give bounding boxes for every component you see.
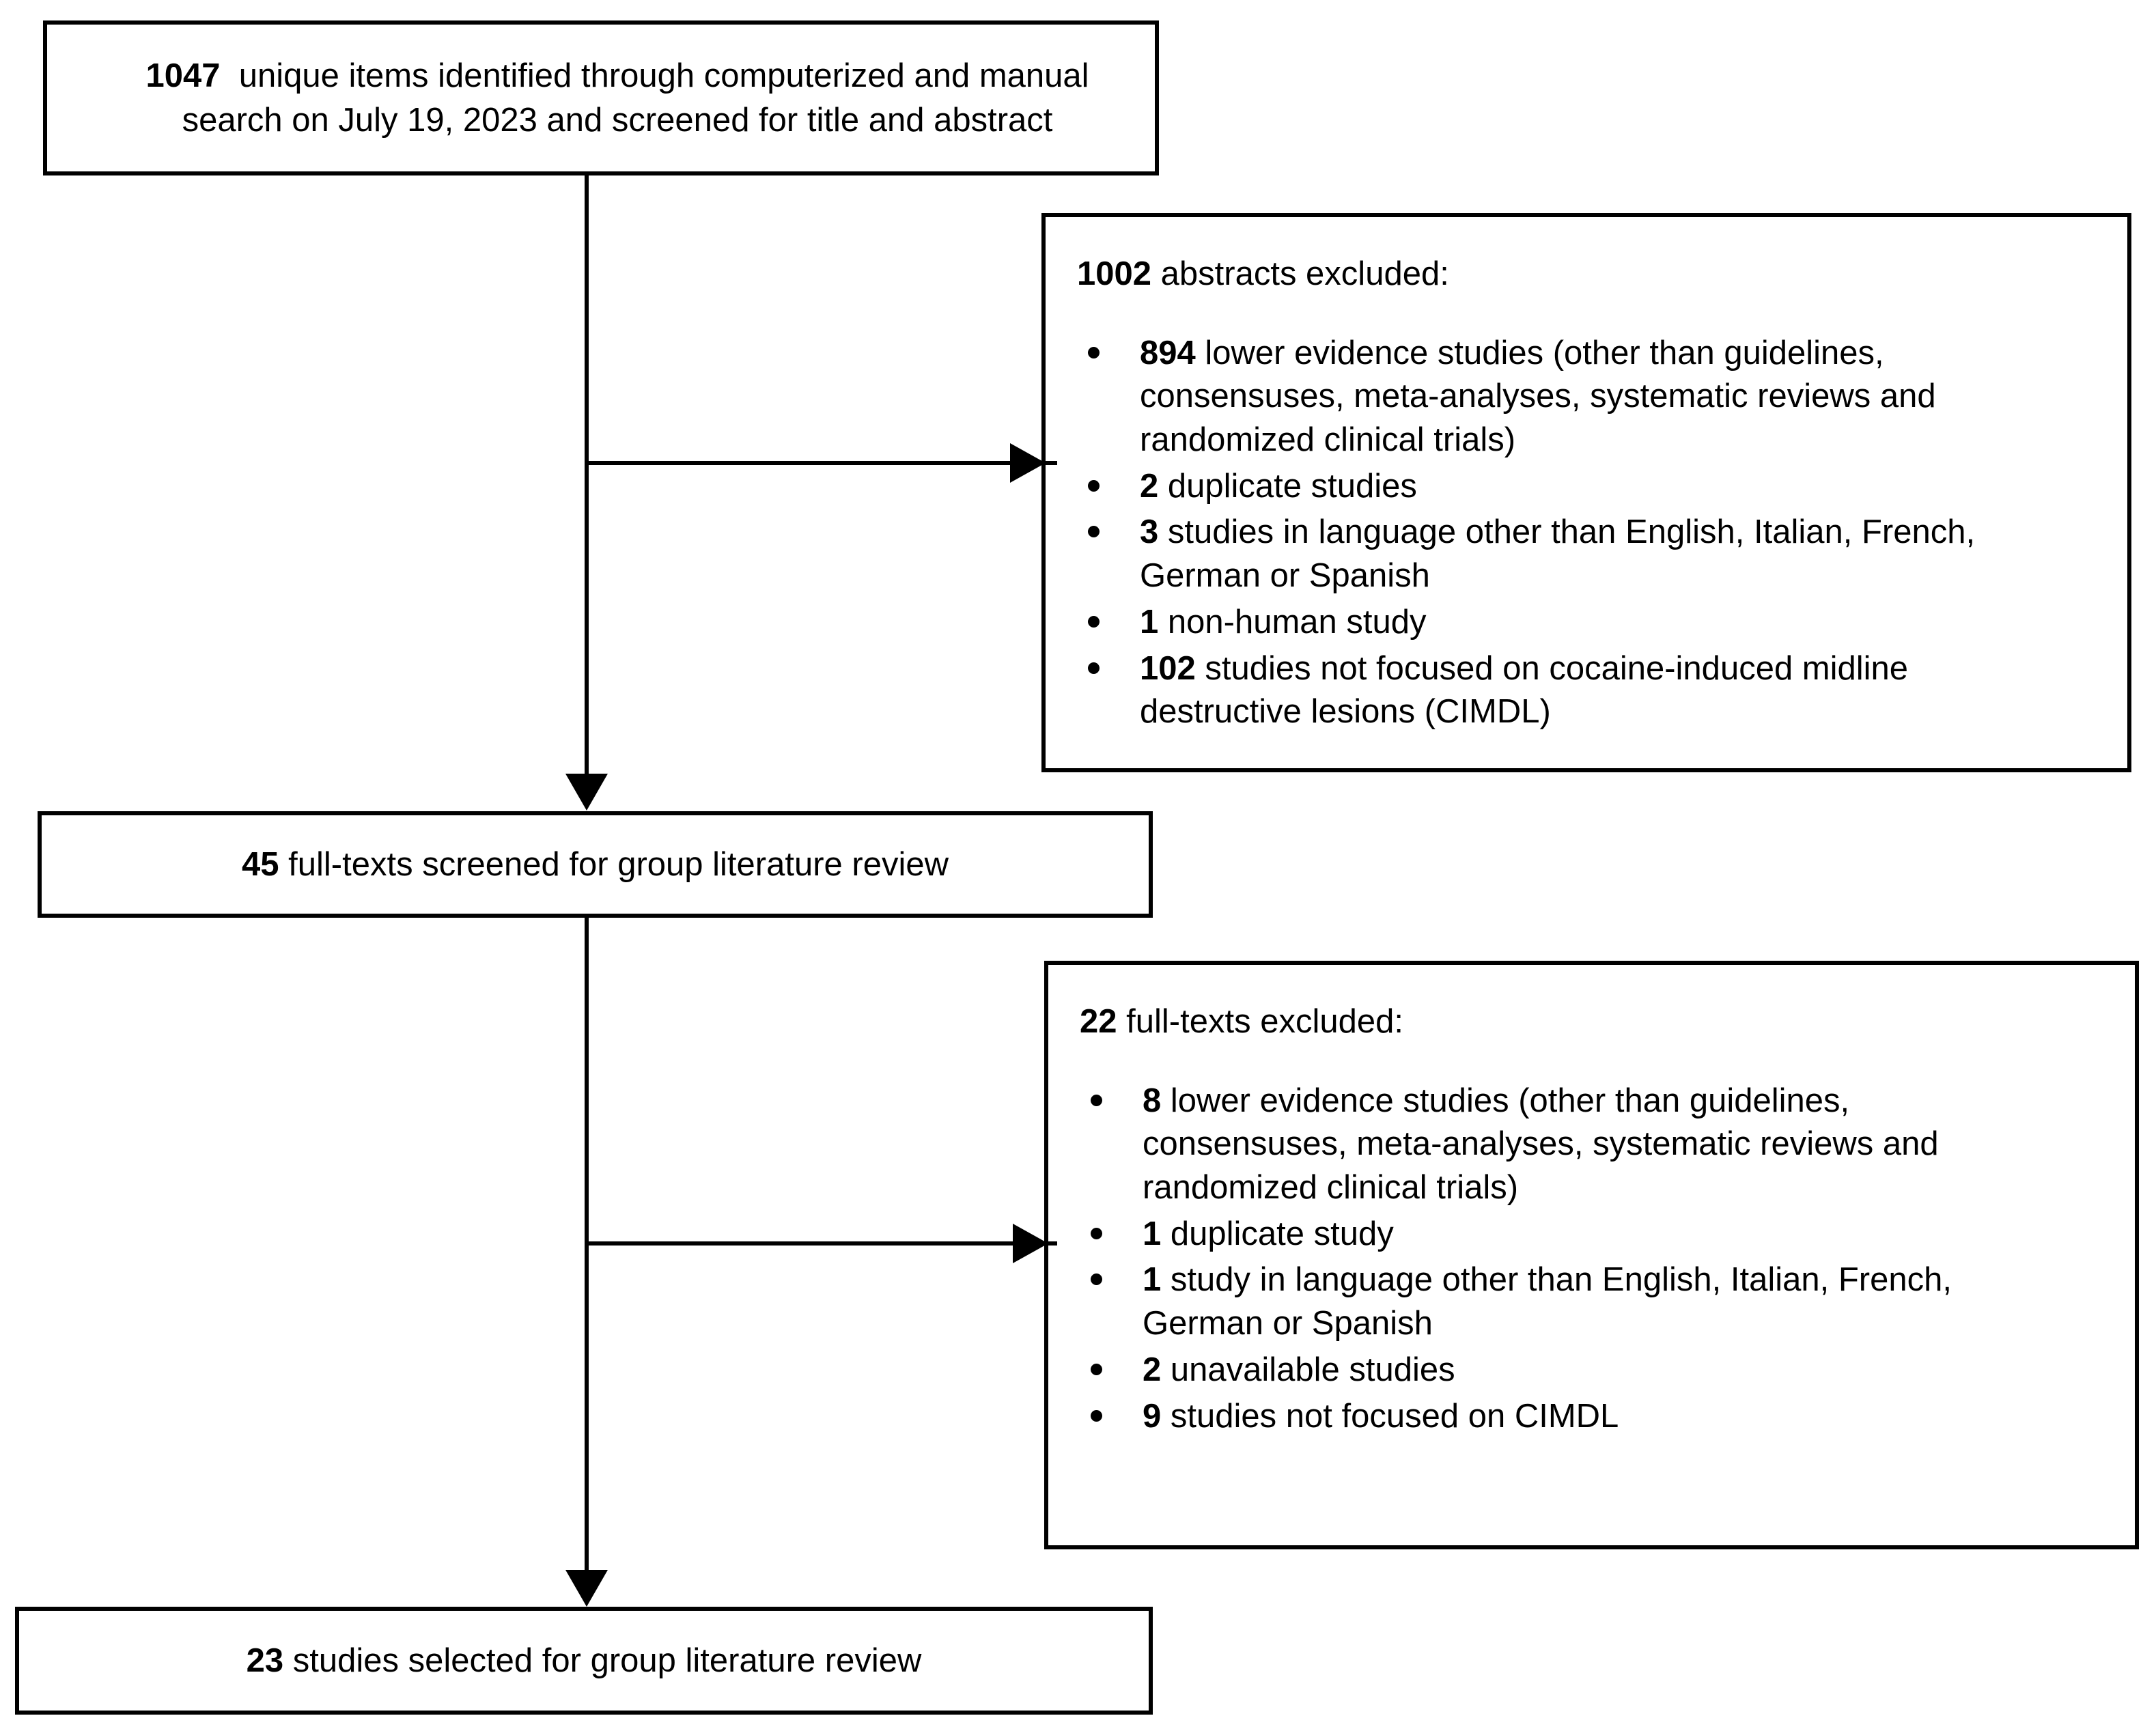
fulltexts-excluded-heading-text: full-texts excluded: xyxy=(1126,1003,1403,1040)
item-text: lower evidence studies (other than guide… xyxy=(1170,1082,1850,1119)
bullet-icon xyxy=(1091,1409,1102,1422)
connector-to-fulltexts-excluded xyxy=(586,1241,1057,1246)
item-count: 9 xyxy=(1143,1397,1162,1435)
bullet-icon xyxy=(1088,615,1100,628)
selected-count: 23 xyxy=(246,1642,284,1679)
box-fulltexts-screened: 45 full-texts screened for group literat… xyxy=(38,811,1153,918)
bullet-icon xyxy=(1088,526,1100,538)
connector-to-abstracts-excluded xyxy=(586,461,1057,465)
item-count: 894 xyxy=(1140,334,1196,371)
item-text: duplicate study xyxy=(1170,1215,1394,1252)
box-items-identified: 1047 unique items identified through com… xyxy=(43,20,1159,175)
bullet-icon xyxy=(1088,662,1100,674)
item-text: lower evidence studies (other than guide… xyxy=(1205,334,1884,371)
item-text: studies not focused on cocaine-induced m… xyxy=(1205,649,1909,687)
item-count: 2 xyxy=(1143,1351,1162,1388)
identified-line-2: search on July 19, 2023 and screened for… xyxy=(182,101,1053,139)
list-item: 894 lower evidence studies (other than g… xyxy=(1077,332,2156,462)
item-text: studies not focused on CIMDL xyxy=(1170,1397,1619,1435)
bullet-icon xyxy=(1088,346,1100,358)
bullet-icon xyxy=(1091,1094,1102,1106)
fulltexts-excluded-list: 8 lower evidence studies (other than gui… xyxy=(1080,1080,2156,1441)
item-count: 1 xyxy=(1143,1215,1162,1252)
item-text: consensuses, meta-analyses, systematic r… xyxy=(1140,378,1936,415)
list-item: 1 study in language other than English, … xyxy=(1080,1258,2156,1345)
abstracts-excluded-list: 894 lower evidence studies (other than g… xyxy=(1077,332,2156,737)
box-fulltexts-excluded: 22 full-texts excluded: 8 lower evidence… xyxy=(1044,961,2139,1549)
item-text: consensuses, meta-analyses, systematic r… xyxy=(1143,1125,1939,1163)
connector-screened-to-selected xyxy=(585,918,589,1601)
list-item: 2 duplicate studies xyxy=(1077,465,2156,509)
item-text: unavailable studies xyxy=(1170,1351,1455,1388)
screened-text: full-texts screened for group literature… xyxy=(288,845,949,883)
item-count: 102 xyxy=(1140,649,1196,687)
selected-line: 23 studies selected for group literature… xyxy=(247,1639,922,1683)
bullet-icon xyxy=(1091,1363,1102,1375)
abstracts-excluded-heading: 1002 abstracts excluded: xyxy=(1077,253,1449,296)
arrowhead-right-icon xyxy=(1010,443,1046,483)
list-item: 102 studies not focused on cocaine-induc… xyxy=(1077,647,2156,734)
item-text: study in language other than English, It… xyxy=(1170,1261,1952,1299)
screened-line: 45 full-texts screened for group literat… xyxy=(242,843,949,887)
item-count: 1 xyxy=(1143,1261,1162,1299)
list-item: 9 studies not focused on CIMDL xyxy=(1080,1395,2156,1439)
list-item: 8 lower evidence studies (other than gui… xyxy=(1080,1080,2156,1210)
abstracts-excluded-heading-text: abstracts excluded: xyxy=(1160,255,1449,292)
identified-count: 1047 xyxy=(145,57,221,94)
box-studies-selected: 23 studies selected for group literature… xyxy=(15,1607,1153,1715)
item-text: studies in language other than English, … xyxy=(1167,513,1976,551)
list-item: 1 non-human study xyxy=(1077,601,2156,645)
item-text: randomized clinical trials) xyxy=(1140,421,1516,459)
connector-identified-to-screened xyxy=(585,175,589,781)
arrowhead-down-icon xyxy=(565,774,608,811)
item-text: non-human study xyxy=(1167,603,1427,641)
screened-count: 45 xyxy=(242,845,279,883)
identified-line-1-text: unique items identified through computer… xyxy=(238,57,1089,94)
item-count: 1 xyxy=(1140,603,1159,641)
item-text: duplicate studies xyxy=(1167,467,1417,505)
fulltexts-excluded-heading: 22 full-texts excluded: xyxy=(1080,1000,1403,1044)
item-count: 2 xyxy=(1140,467,1159,505)
arrowhead-down-icon xyxy=(565,1570,608,1607)
item-text: destructive lesions (CIMDL) xyxy=(1140,693,1551,731)
box-abstracts-excluded: 1002 abstracts excluded: 894 lower evide… xyxy=(1041,213,2131,772)
item-count: 3 xyxy=(1140,513,1159,551)
bullet-icon xyxy=(1091,1227,1102,1239)
identified-line-1: 1047 unique items identified through com… xyxy=(145,54,1089,98)
item-text: randomized clinical trials) xyxy=(1143,1169,1519,1207)
item-count: 8 xyxy=(1143,1082,1162,1119)
item-text: German or Spanish xyxy=(1143,1305,1433,1342)
item-text: German or Spanish xyxy=(1140,557,1430,595)
list-item: 3 studies in language other than English… xyxy=(1077,511,2156,597)
selected-text: studies selected for group literature re… xyxy=(292,1642,922,1679)
list-item: 1 duplicate study xyxy=(1080,1213,2156,1256)
bullet-icon xyxy=(1091,1273,1102,1286)
fulltexts-excluded-count: 22 xyxy=(1080,1003,1117,1040)
abstracts-excluded-count: 1002 xyxy=(1077,255,1152,292)
bullet-icon xyxy=(1088,479,1100,492)
arrowhead-right-icon xyxy=(1013,1224,1048,1263)
list-item: 2 unavailable studies xyxy=(1080,1349,2156,1392)
